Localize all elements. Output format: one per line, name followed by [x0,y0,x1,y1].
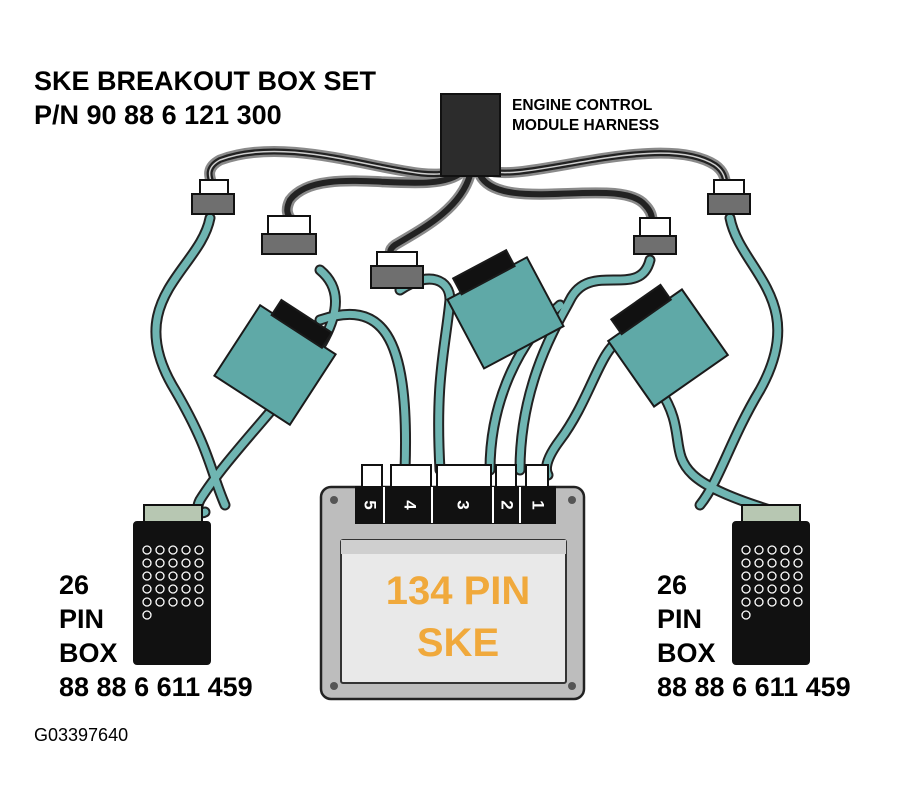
connector-right-inner [633,217,677,255]
pin-hole [767,571,777,581]
right-box-label-line1: 26 [657,570,687,600]
pin-hole [168,584,178,594]
pin-hole [793,597,803,607]
pin-hole [142,558,152,568]
harness-label-line2: MODULE HARNESS [512,117,659,134]
pin-hole [793,584,803,594]
connector-left-inner [261,215,317,255]
pin-hole [780,584,790,594]
figure-id: G03397640 [34,725,128,745]
pin-hole [168,558,178,568]
pin-hole [155,597,165,607]
pin-hole [142,584,152,594]
pin-hole [741,584,751,594]
pin-hole [168,571,178,581]
left-box-part-number: 88 88 6 611 459 [59,672,253,702]
adapter-center [446,248,565,370]
left-box-label-line2: PIN [59,604,104,634]
pin-hole [767,597,777,607]
ske-label-line1: 134 PIN [386,569,531,613]
pin-hole [142,597,152,607]
pin-hole [194,545,204,555]
pin-hole [767,545,777,555]
ske-label-line2: SKE [417,621,499,665]
pin-hole [181,545,191,555]
pin-hole [780,545,790,555]
connector-right-outer [707,179,751,215]
ske-port-strip [355,464,556,524]
pin-hole [741,558,751,568]
right-box-label-line3: BOX [657,638,716,668]
pin-hole [754,571,764,581]
port-label-5: 5 [361,500,380,509]
pin-hole [142,610,152,620]
pin-hole [741,610,751,620]
pin-hole [793,558,803,568]
port-label-4: 4 [401,500,420,510]
title-line2: P/N 90 88 6 121 300 [34,100,282,130]
pin-hole [181,558,191,568]
left-box-label-line3: BOX [59,638,118,668]
port-label-2: 2 [498,500,517,509]
pin-hole [155,558,165,568]
pin-hole [168,597,178,607]
pin-hole [767,558,777,568]
left-pin-box [133,504,211,665]
harness-cables [204,146,732,264]
connector-center [370,251,424,289]
pin-hole [181,584,191,594]
right-box-part-number: 88 88 6 611 459 [657,672,851,702]
pin-hole [793,571,803,581]
left-box-label-line1: 26 [59,570,89,600]
pin-hole [142,571,152,581]
pin-hole [741,571,751,581]
pin-hole [155,584,165,594]
title-line1: SKE BREAKOUT BOX SET [34,66,377,96]
pin-hole [793,545,803,555]
pin-hole [194,558,204,568]
pin-hole [194,597,204,607]
pin-hole [194,584,204,594]
harness-block [440,93,501,177]
right-box-label-line2: PIN [657,604,702,634]
pin-hole [194,571,204,581]
pin-hole [780,571,790,581]
connector-left-outer [191,179,235,215]
pin-hole [181,597,191,607]
pin-hole [754,584,764,594]
port-label-3: 3 [454,500,473,509]
ske-unit: 5 4 3 2 1 134 PIN SKE [319,464,586,701]
pin-hole [754,545,764,555]
adapter-modules [213,248,730,427]
pin-hole [754,558,764,568]
right-pin-grid [741,545,803,620]
pin-hole [767,584,777,594]
adapter-right [606,283,730,408]
pin-hole [754,597,764,607]
pin-hole [741,597,751,607]
harness-label-line1: ENGINE CONTROL [512,97,652,114]
left-pin-grid [142,545,204,620]
port-label-1: 1 [529,500,548,509]
pin-hole [741,545,751,555]
pin-hole [780,558,790,568]
pin-hole [780,597,790,607]
adapter-left [213,298,337,427]
harness-connectors [191,179,751,289]
pin-hole [181,571,191,581]
pin-hole [142,545,152,555]
pin-hole [168,545,178,555]
pin-hole [155,571,165,581]
right-pin-box [732,504,810,665]
pin-hole [155,545,165,555]
